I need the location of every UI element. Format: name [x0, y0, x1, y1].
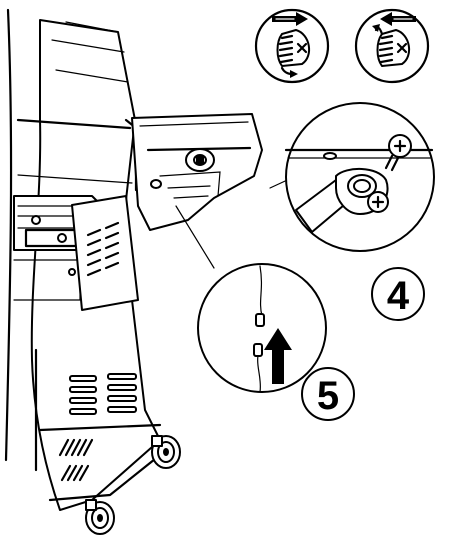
- arrow-right-icon: [272, 12, 308, 26]
- side-shelf: [131, 113, 263, 231]
- step-number-5: 5: [317, 374, 339, 418]
- screw-detail-loosen: [354, 8, 430, 84]
- side-vents: [69, 373, 137, 415]
- wheel-front: [85, 499, 115, 535]
- step-badge-4: 4: [371, 267, 425, 321]
- step-badge-5: 5: [301, 367, 355, 421]
- arrow-up-icon: [264, 328, 292, 384]
- grill-body: [4, 8, 162, 511]
- step-number-4: 4: [387, 274, 410, 318]
- arrow-left-icon: [380, 12, 416, 26]
- screw-counterclockwise-icon: [372, 24, 411, 67]
- wheel-rear: [151, 435, 181, 469]
- screw-clockwise-icon: [276, 29, 311, 78]
- door-vents: [86, 221, 120, 277]
- base-slots: [58, 438, 94, 482]
- zoom-detail-bracket: [269, 102, 435, 252]
- screw-detail-tighten: [254, 8, 330, 84]
- zoom-detail-wire: [175, 205, 327, 393]
